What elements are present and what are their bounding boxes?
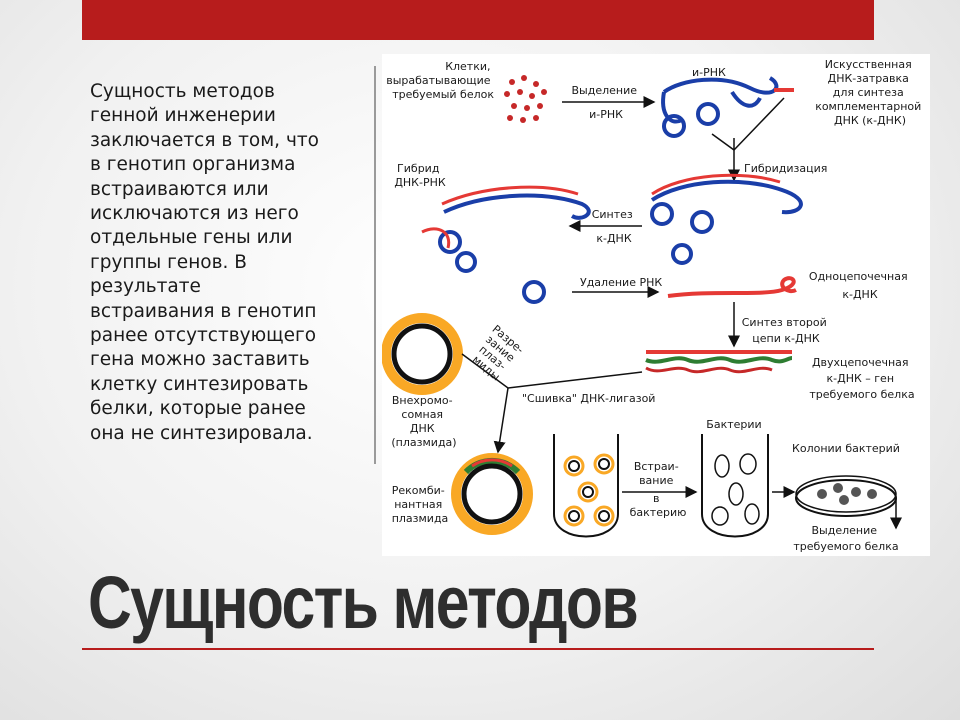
hybrid-right [650, 173, 803, 265]
plasmid [382, 313, 463, 395]
top-accent-bar [82, 0, 874, 40]
recombinant-arrow [493, 387, 509, 454]
label-hybridization: Гибридизация [744, 162, 827, 175]
label-bacteria: Бактерии [706, 418, 761, 431]
label-mrna: и-РНК [692, 66, 726, 79]
body-text: Сущность методов генной инженерии заключ… [90, 81, 319, 444]
bacteria-flask [701, 434, 769, 538]
double-strand-cdna [645, 350, 793, 374]
bottom-accent-rule [82, 648, 874, 650]
label-recombinant: Рекомби- нантная плазмида [392, 484, 449, 525]
label-protein-isolation: Выделение требуемого белка [793, 524, 898, 553]
label-extrachromosomal: Внехромо- сомная ДНК (плазмида) [391, 394, 456, 449]
label-isolation: Выделение и-РНК [571, 84, 640, 121]
petri-dish [795, 475, 897, 517]
cells-with-plasmids [553, 434, 619, 538]
mrna-strand [661, 76, 779, 138]
cells-dots [504, 75, 547, 123]
single-strand-cdna [667, 276, 797, 298]
branch-line [711, 133, 735, 151]
label-cutting: Разре- зание плаз- миды [466, 323, 528, 387]
label-hybrid: Гибрид ДНК-РНК [394, 162, 446, 189]
slide-title: Сущность методов [88, 561, 639, 644]
label-cells: Клетки, вырабатывающие требуемый белок [386, 60, 494, 101]
label-primer: Искусственная ДНК-затравка для синтеза к… [815, 58, 925, 127]
label-rna-removal: Удаление РНК [580, 276, 662, 289]
label-colonies: Колонии бактерий [792, 442, 900, 455]
label-synthesis: Синтез к-ДНК [592, 208, 637, 245]
label-single-strand: Одноцепочечная к-ДНК [809, 270, 911, 301]
label-double-strand: Двухцепочечная к-ДНК – ген требуемого бе… [809, 356, 914, 401]
genetic-engineering-diagram: Клетки, вырабатывающие требуемый белок В… [382, 54, 930, 556]
label-second-chain: Синтез второй цепи к-ДНК [742, 316, 831, 345]
vertical-divider [374, 66, 376, 464]
branch-line-2 [733, 97, 785, 151]
label-insertion: Встраи- вание в бактерию [630, 460, 687, 519]
recombinant-plasmid [451, 453, 533, 535]
hybrid-left [421, 185, 591, 304]
label-ligase: "Сшивка" ДНК-лигазой [522, 392, 655, 405]
